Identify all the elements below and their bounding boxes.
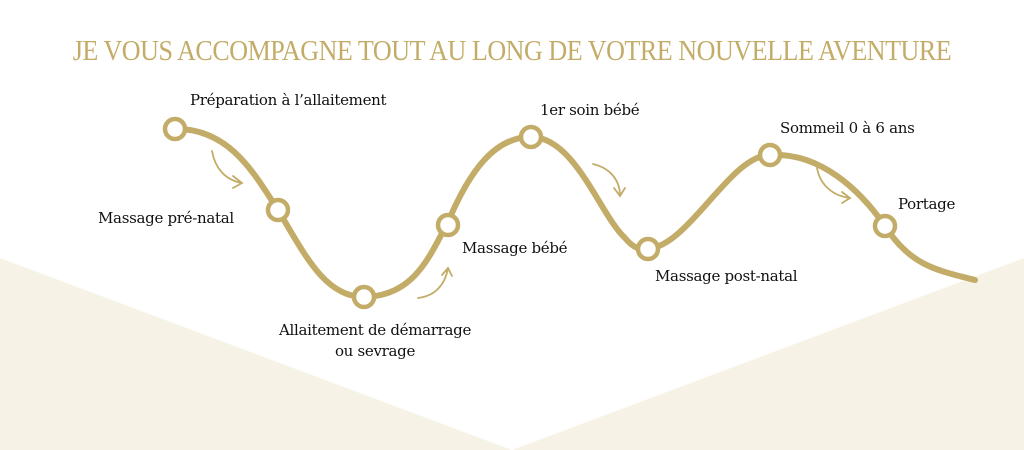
step-node: [872, 213, 898, 239]
step-label-allaitement-demarrage: Allaitement de démarrage ou sevrage: [250, 321, 500, 360]
background-right-shape: [512, 258, 1024, 450]
step-label-line-2: ou sevrage: [334, 342, 416, 360]
step-label-sommeil: Sommeil 0 à 6 ans: [780, 119, 915, 137]
step-node: [757, 142, 783, 168]
arrow-icon: [816, 167, 852, 204]
step-label-massage-bebe: Massage bébé: [462, 239, 568, 257]
timeline-curve: [172, 125, 978, 301]
step-node: [518, 124, 544, 150]
step-label-line-1: Allaitement de démarrage: [278, 321, 472, 339]
page-title: JE VOUS ACCOMPAGNE TOUT AU LONG DE VOTRE…: [72, 36, 952, 67]
arrow-icon: [211, 150, 244, 189]
step-node: [635, 236, 661, 262]
background-left-shape: [0, 258, 512, 450]
step-label-premier-soin-bebe: 1er soin bébé: [540, 101, 640, 119]
step-node: [162, 116, 188, 142]
arrow-icon: [592, 163, 626, 198]
step-label-portage: Portage: [898, 195, 956, 213]
step-label-massage-pre-natal: Massage pré-natal: [98, 209, 234, 227]
step-label-massage-post-natal: Massage post-natal: [655, 267, 798, 285]
step-node: [435, 212, 461, 238]
step-label-preparation-allaitement: Préparation à l’allaitement: [190, 91, 387, 109]
step-node: [265, 197, 291, 223]
step-node: [351, 284, 377, 310]
arrow-icon: [417, 266, 453, 299]
